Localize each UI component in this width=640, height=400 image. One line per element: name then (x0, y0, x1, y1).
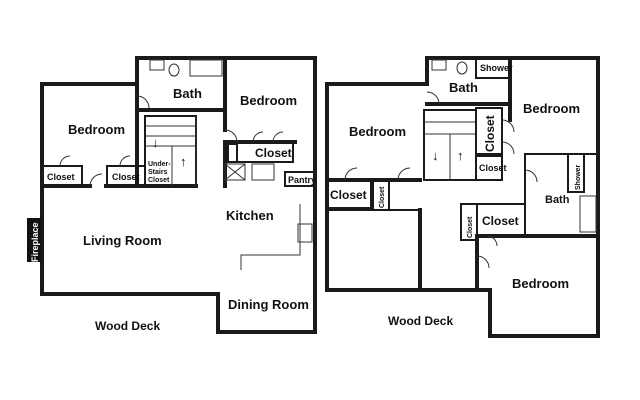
closet-box (475, 107, 503, 155)
right-shower-label: Shower (480, 63, 513, 73)
left-bedroom-label: Bedroom (68, 122, 125, 137)
left-bath-label: Bath (173, 86, 202, 101)
door-swing-icon (344, 167, 358, 181)
under-stairs-label-2: Stairs (148, 169, 168, 176)
stair-up-arrow-icon: ↑ (457, 148, 464, 163)
right-closet-vertical-label: Closet (483, 115, 497, 152)
shower-box (475, 57, 511, 79)
left-bedroom-2-label: Bedroom (240, 93, 297, 108)
sink-icon (431, 59, 447, 71)
bathtub-icon (579, 195, 597, 233)
left-closet-top-label: Closet (255, 146, 292, 160)
sink-icon (149, 59, 165, 71)
door-swing-icon (59, 155, 71, 167)
living-room-label: Living Room (83, 233, 162, 248)
stair-down-arrow-icon: ↓ (152, 135, 159, 150)
right-bath-2-label: Bath (545, 194, 570, 206)
left-wood-deck-label: Wood Deck (95, 319, 160, 333)
stair-up-arrow-icon: ↑ (180, 154, 187, 169)
door-swing-icon (224, 129, 238, 143)
left-closet-1-label: Closet (47, 172, 75, 182)
right-closet-left-label: Closet (330, 188, 367, 202)
right-bedroom-top-label: Bedroom (523, 101, 580, 116)
fireplace-label: Fireplace (30, 222, 40, 262)
dining-room-label: Dining Room (228, 297, 309, 312)
right-closet-small-label: Closet (479, 163, 507, 173)
kitchen-label: Kitchen (226, 208, 274, 223)
right-closet-tiny-2-label: Closet (467, 216, 474, 238)
left-floor-plan: ↓ ↑ Bedroom Bath Bedroom Closet Closet C… (27, 56, 317, 334)
right-bedroom-bottom-label: Bedroom (512, 276, 569, 291)
pantry-label: Pantry (288, 175, 316, 185)
door-swing-icon (486, 235, 498, 247)
bathtub-icon (189, 59, 223, 77)
right-exterior-wall (325, 56, 600, 338)
toilet-icon (456, 61, 468, 75)
closet-box (41, 165, 83, 187)
pantry-box (284, 171, 316, 187)
door-swing-icon (501, 119, 515, 133)
stair-down-arrow-icon: ↓ (432, 148, 439, 163)
right-wood-deck-label: Wood Deck (388, 314, 453, 328)
door-swing-icon (272, 131, 284, 143)
door-swing-icon (524, 169, 538, 183)
toilet-icon (168, 63, 180, 77)
under-stairs-label-3: Closet (148, 177, 170, 184)
door-swing-icon (476, 255, 490, 269)
closet-box (326, 179, 372, 209)
stove-icon (224, 163, 246, 181)
door-swing-icon (501, 141, 515, 155)
kitchen-counter (240, 204, 301, 270)
left-exterior-wall (40, 56, 317, 334)
door-swing-icon (89, 173, 103, 187)
small-closet-box (227, 143, 238, 163)
right-floor-plan: ↓ ↑ Bath Shower Bedroom Bedroom Closet C… (325, 56, 600, 338)
stove-mark (224, 163, 246, 181)
door-swing-icon (119, 155, 131, 167)
left-closet-2-label: Closet (112, 172, 140, 182)
door-swing-icon (397, 167, 411, 181)
right-closet-mid-label: Closet (482, 214, 519, 228)
right-bath-label: Bath (449, 80, 478, 95)
under-stairs-label-1: Under- (148, 161, 171, 168)
closet-box (224, 141, 294, 163)
door-swing-icon (426, 91, 440, 105)
fireplace-block (27, 218, 41, 262)
shower-box (567, 153, 585, 193)
right-closet-tiny-label: Closet (379, 186, 386, 208)
fridge-icon (297, 223, 313, 243)
door-swing-icon (136, 95, 150, 109)
right-shower-2-label: Shower (575, 164, 582, 190)
closet-box (475, 155, 503, 181)
right-bedroom-left-label: Bedroom (349, 124, 406, 139)
sink-icon (251, 163, 275, 181)
door-swing-icon (252, 131, 264, 143)
